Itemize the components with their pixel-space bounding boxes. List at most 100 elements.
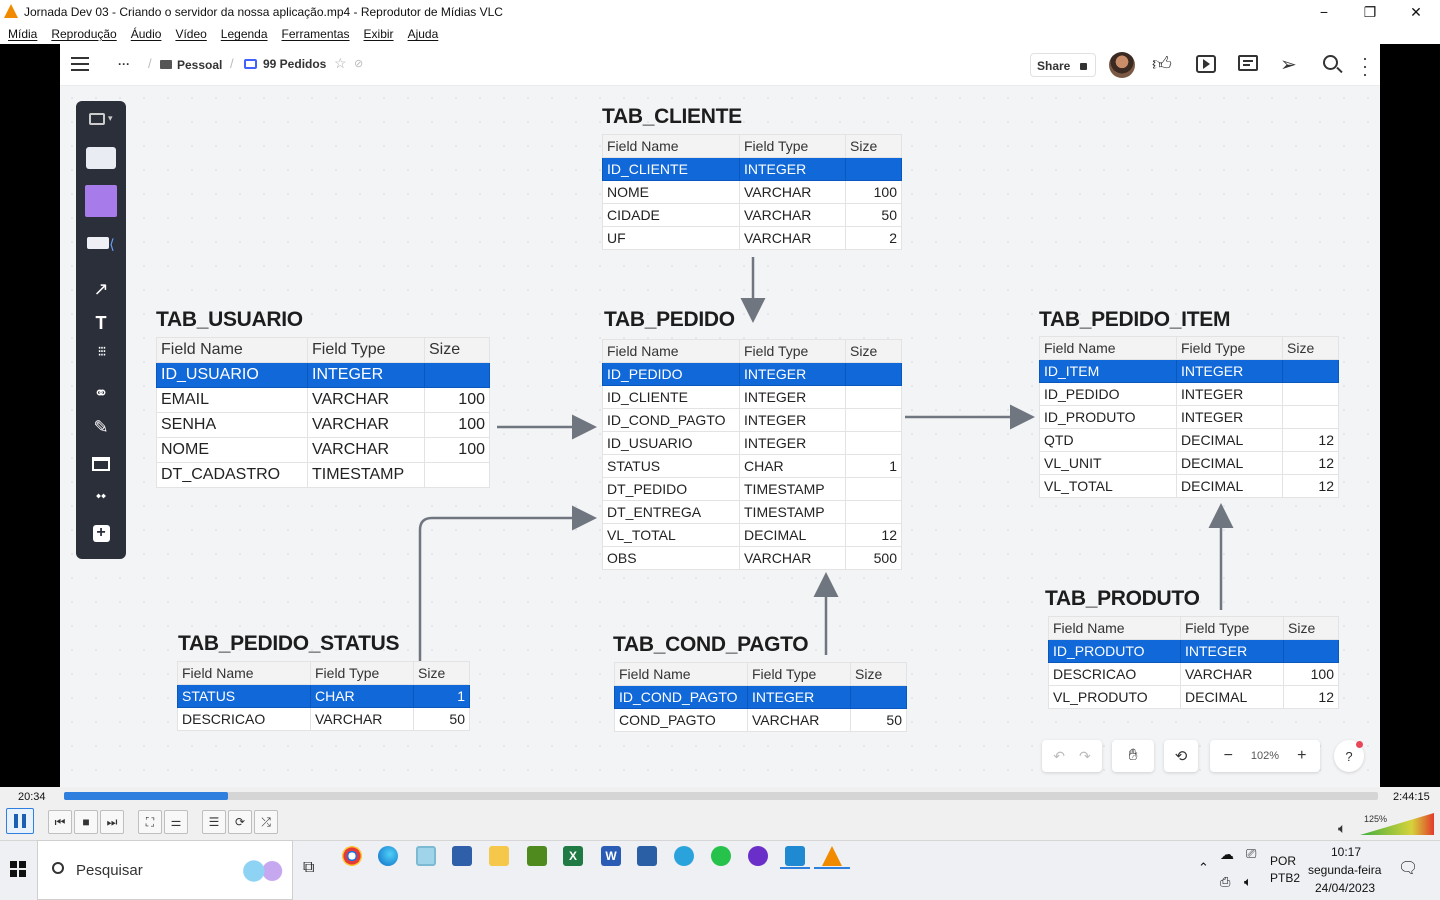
edge-icon[interactable]	[378, 846, 398, 866]
text-tool-icon[interactable]: T	[95, 313, 107, 333]
vlc-taskbar-icon[interactable]	[822, 846, 842, 866]
comment-card-icon[interactable]	[76, 147, 126, 173]
clock-time[interactable]: 10:17	[1331, 845, 1362, 859]
whatsapp-icon[interactable]	[711, 846, 731, 866]
volume-tray-icon[interactable]: 🔈︎	[1244, 874, 1252, 889]
minimize-button[interactable]: −	[1319, 4, 1329, 20]
thumbs-up-icon[interactable]: 👍︎	[1152, 54, 1172, 75]
add-more-icon[interactable]: +	[76, 521, 126, 545]
extended-settings-icon[interactable]: ⚌	[164, 810, 188, 834]
onedrive-icon[interactable]: ☁︎	[1220, 846, 1234, 862]
menu-reproducao[interactable]: Reprodução	[51, 27, 117, 41]
table-title-produto[interactable]: TAB_PRODUTO	[1045, 587, 1200, 610]
chevron-up-icon[interactable]: ⌃	[1198, 860, 1209, 875]
mind-map-icon[interactable]: ⟨	[76, 233, 126, 253]
loop-icon[interactable]: ⟳	[228, 810, 252, 834]
pause-button[interactable]	[6, 808, 34, 834]
clock-date[interactable]: 24/04/2023	[1315, 881, 1376, 895]
breadcrumb-more[interactable]: ···	[118, 57, 130, 71]
vscode-icon[interactable]	[785, 846, 805, 866]
start-button-icon[interactable]	[10, 861, 26, 877]
zoom-level[interactable]: 102%	[1250, 750, 1280, 762]
link-icon[interactable]: ⚭	[93, 383, 109, 403]
table-title-pedido[interactable]: TAB_PEDIDO	[604, 308, 735, 331]
table-title-pedido-status[interactable]: TAB_PEDIDO_STATUS	[178, 632, 400, 655]
redo-icon[interactable]: ↷	[1079, 747, 1091, 764]
menu-ferramentas[interactable]: Ferramentas	[281, 27, 350, 41]
hamburger-menu-icon[interactable]	[71, 57, 89, 71]
menu-midia[interactable]: Mídia	[8, 27, 38, 41]
fullscreen-icon[interactable]: ⛶	[138, 810, 162, 834]
share-button[interactable]: Share	[1030, 53, 1096, 77]
sticky-note-icon[interactable]	[76, 185, 126, 219]
table-title-cliente[interactable]: TAB_CLIENTE	[602, 105, 742, 128]
playlist-icon[interactable]: ☰	[202, 810, 226, 834]
chrome-icon[interactable]	[342, 846, 362, 866]
banking-app-icon[interactable]	[527, 846, 547, 866]
send-icon[interactable]: ➢	[1280, 54, 1297, 76]
menu-audio[interactable]: Áudio	[130, 27, 162, 41]
task-view-icon[interactable]: ⧉	[303, 859, 315, 876]
pen-tool-icon[interactable]: ✎	[93, 417, 109, 437]
clock-day[interactable]: segunda-feira	[1308, 863, 1382, 877]
star-icon[interactable]: ☆	[334, 55, 347, 71]
keyboard-layout[interactable]: PTB2	[1270, 871, 1301, 885]
avatar[interactable]	[1109, 52, 1135, 78]
speaker-icon[interactable]: 🔈︎	[1338, 820, 1347, 836]
search-input[interactable]: Pesquisar	[76, 862, 143, 879]
menu-ajuda[interactable]: Ajuda	[407, 27, 439, 41]
template-picker-icon[interactable]: ▾	[76, 107, 126, 131]
menu-video[interactable]: Vídeo	[175, 27, 207, 41]
frames-grid-icon[interactable]: ⁝⁝⁝	[97, 343, 106, 359]
maximize-button[interactable]: ❐	[1363, 4, 1377, 20]
remote-desktop-icon[interactable]	[637, 846, 657, 866]
board-title[interactable]: 99 Pedidos	[263, 57, 327, 71]
menu-legenda[interactable]: Legenda	[220, 27, 268, 41]
notifications-icon[interactable]: 🗨︎	[1398, 860, 1419, 877]
arrow-tool-icon[interactable]: ↗	[93, 279, 109, 299]
comments-icon[interactable]	[1238, 55, 1258, 71]
next-icon[interactable]: ⏭︎	[100, 810, 124, 834]
search-icon[interactable]	[1323, 55, 1343, 74]
undo-icon[interactable]: ↶	[1053, 747, 1065, 764]
zoom-out-icon[interactable]: −	[1223, 747, 1233, 764]
shuffle-icon[interactable]: ⤮	[254, 810, 278, 834]
table-title-cond-pagto[interactable]: TAB_COND_PAGTO	[613, 633, 809, 656]
seek-bar[interactable]	[64, 792, 1378, 800]
database-app-icon[interactable]	[452, 846, 472, 866]
network-icon[interactable]: ⎙	[1220, 874, 1231, 889]
notepad-icon[interactable]	[416, 846, 436, 866]
stop-icon[interactable]: ■	[74, 810, 98, 834]
info-icon[interactable]: ⊘	[354, 58, 364, 70]
